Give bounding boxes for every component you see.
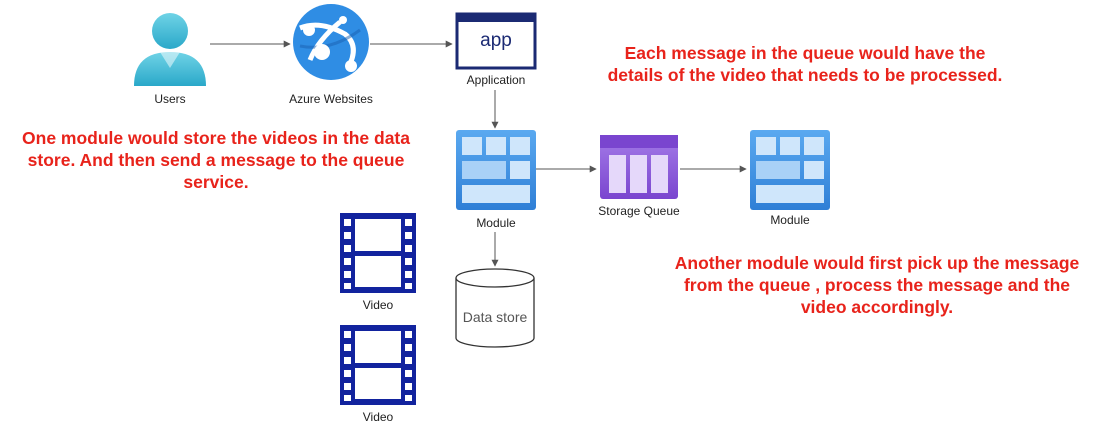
note-process-module: Another module would first pick up the m… xyxy=(648,252,1106,318)
note-line: video accordingly. xyxy=(800,297,954,317)
note-queue-message: Each message in the queue would have the… xyxy=(570,42,1040,86)
azure-websites-label: Azure Websites xyxy=(289,92,373,106)
module-icon xyxy=(750,130,830,210)
video-1-label: Video xyxy=(362,298,394,312)
note-line: Each message in the queue would have the xyxy=(624,43,986,63)
storage-queue-icon xyxy=(600,135,678,199)
note-store-module: One module would store the videos in the… xyxy=(0,127,432,193)
users-label: Users xyxy=(154,92,186,106)
module-icon xyxy=(456,130,536,210)
film-icon xyxy=(340,325,416,405)
data-store-label: Data store xyxy=(462,309,528,325)
module-1-label: Module xyxy=(476,216,516,230)
note-line: from the queue , process the message and… xyxy=(683,275,1071,295)
note-line: details of the video that needs to be pr… xyxy=(607,65,1003,85)
app-window-text: app xyxy=(480,30,512,51)
app-window-icon: app xyxy=(455,12,537,70)
film-icon xyxy=(340,213,416,293)
module-2-label: Module xyxy=(770,213,810,227)
video-2-label: Video xyxy=(362,410,394,424)
azure-websites-icon xyxy=(293,4,369,80)
note-line: store. And then send a message to the qu… xyxy=(27,150,405,170)
application-label: Application xyxy=(466,73,526,87)
note-line: One module would store the videos in the… xyxy=(22,128,410,148)
edges xyxy=(210,40,747,267)
note-line: Another module would first pick up the m… xyxy=(674,253,1080,273)
cylinder-icon xyxy=(455,268,535,348)
user-icon xyxy=(134,13,206,86)
storage-queue-label: Storage Queue xyxy=(598,204,680,218)
note-line: service. xyxy=(183,172,249,192)
